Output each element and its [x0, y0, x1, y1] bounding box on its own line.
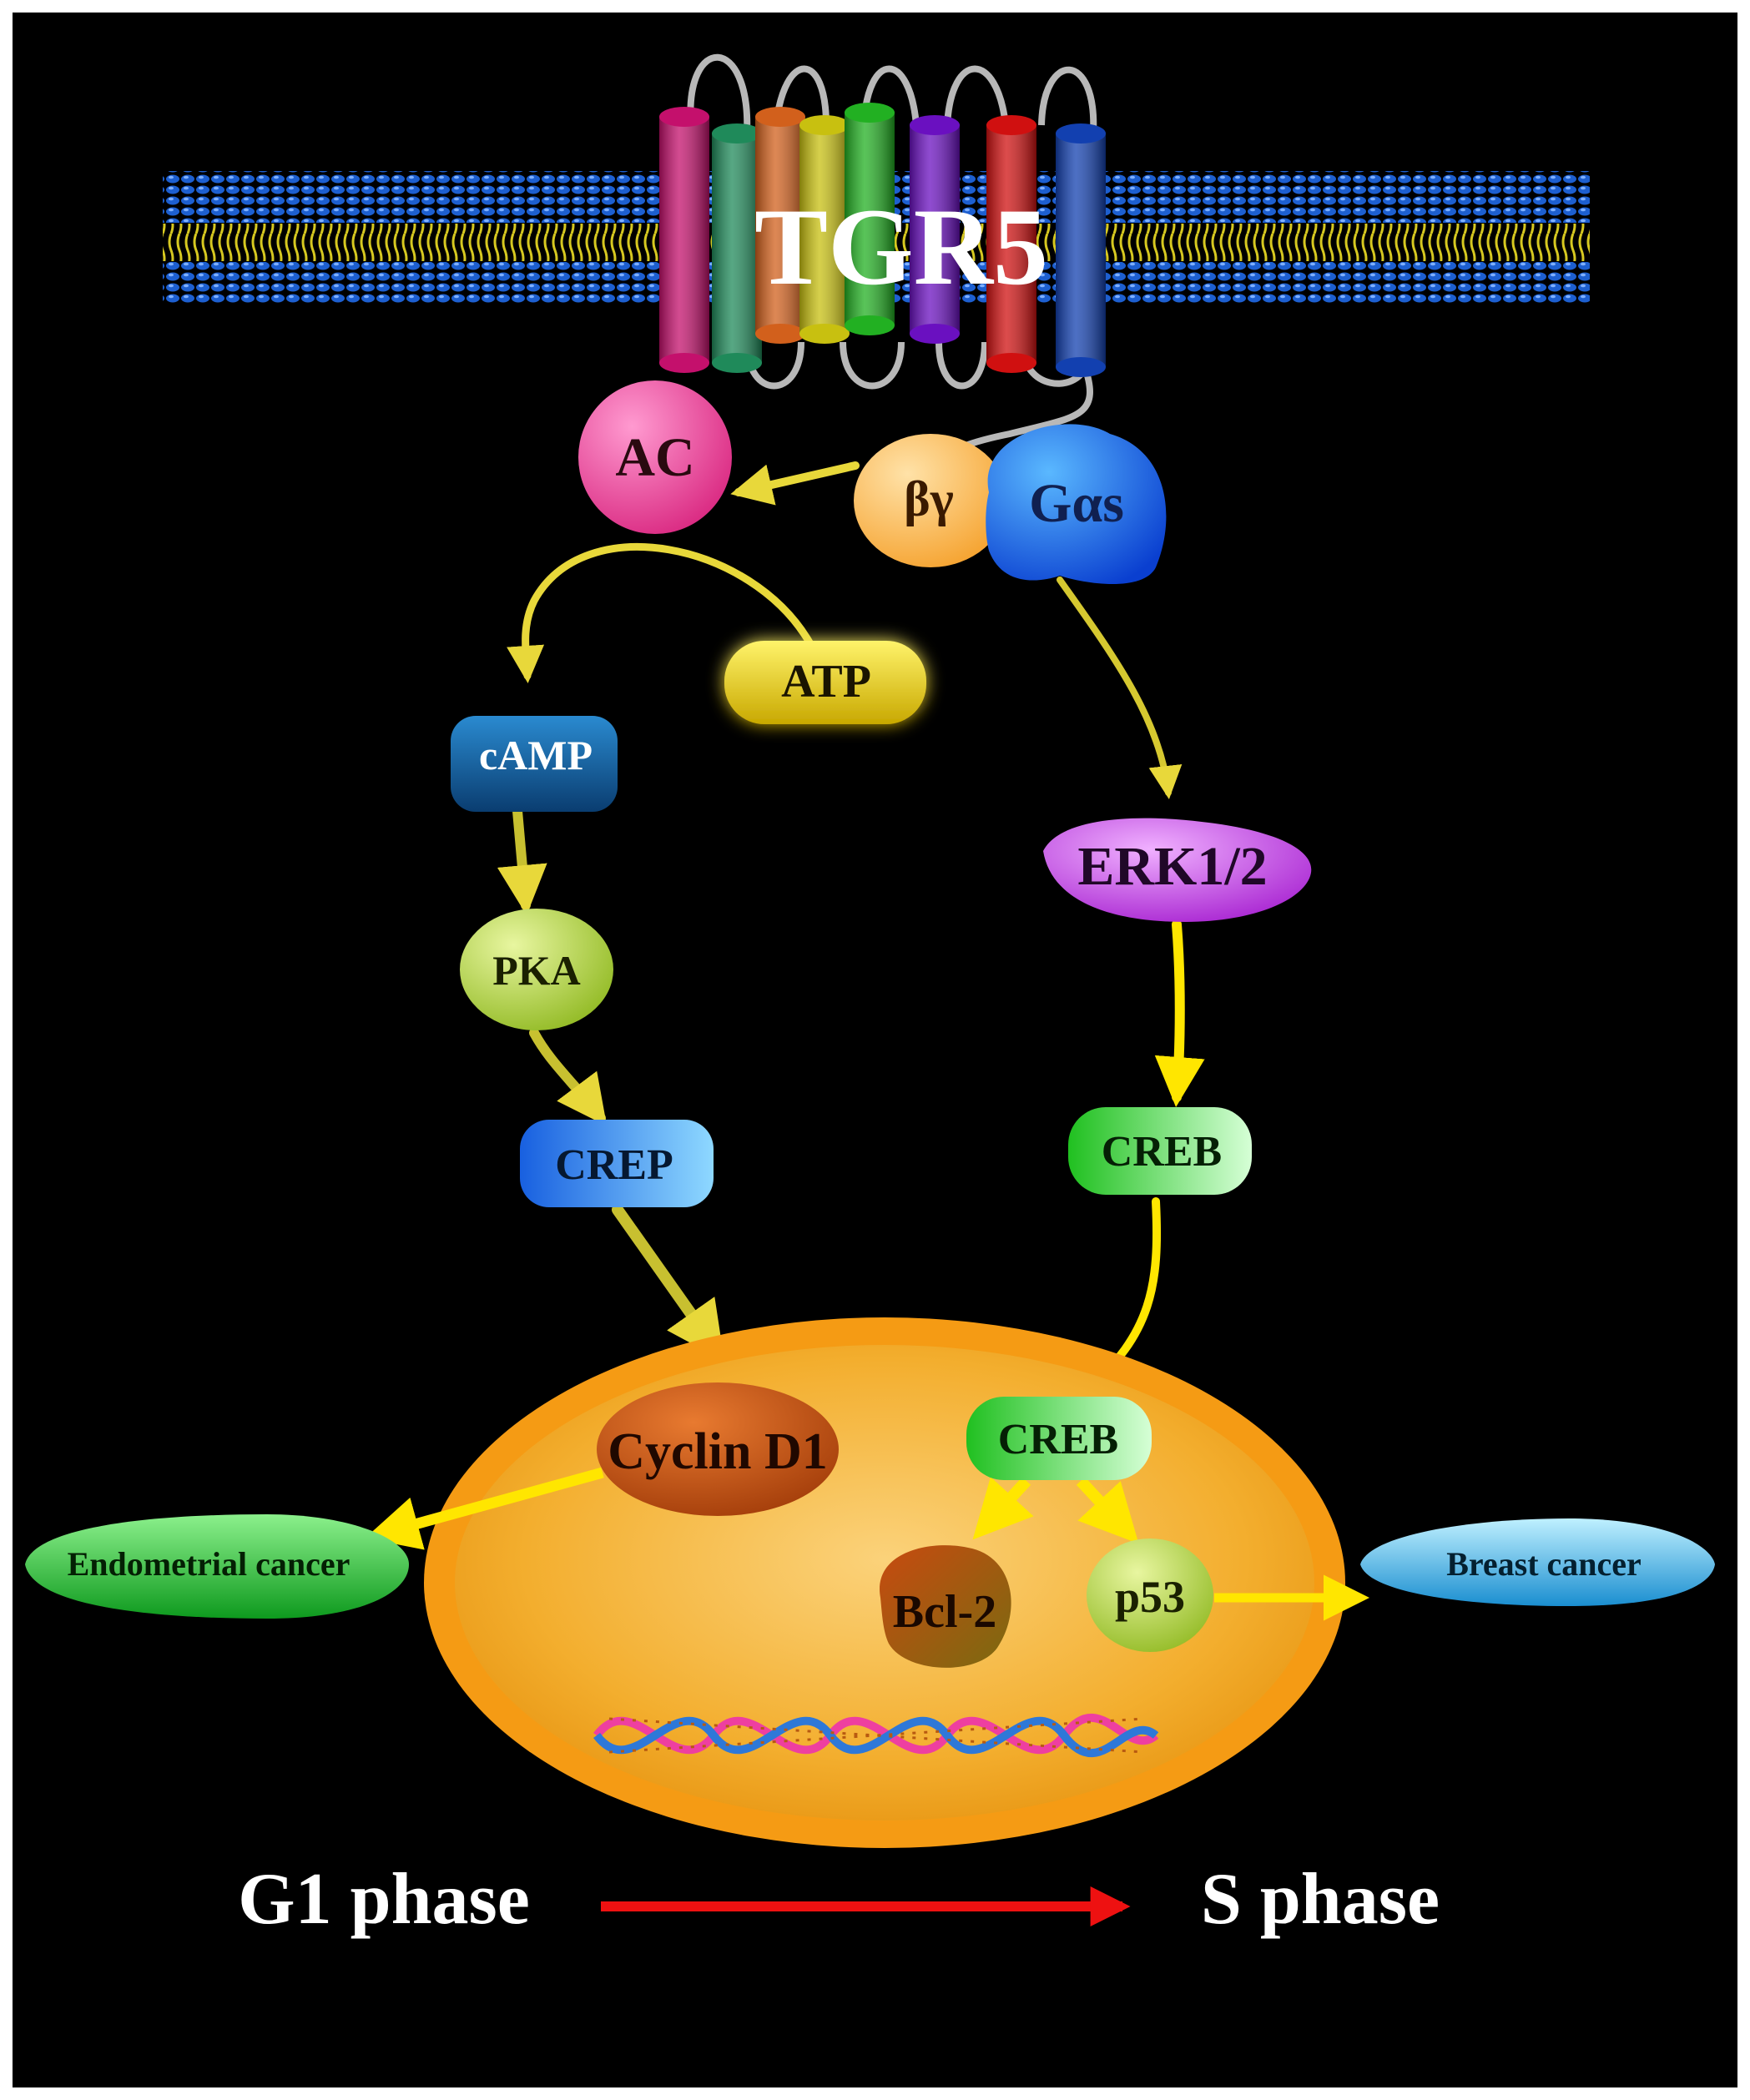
arrow-erk-to-creb: [1154, 919, 1205, 1107]
cell-cycle-phases: G1 phase S phase: [238, 1859, 1440, 1940]
pka-label: PKA: [492, 947, 581, 994]
atp-node: [724, 641, 926, 724]
endometrial-cancer-node: [25, 1514, 409, 1619]
g-alpha-s-node: [986, 424, 1167, 584]
beta-gamma-node: [854, 434, 1007, 567]
arrow-creb-to-bcl2: [972, 1477, 1034, 1540]
dna-helix: [593, 1713, 1159, 1758]
crep-node: [520, 1120, 714, 1207]
beta-gamma-label: βγ: [904, 471, 954, 526]
breast-cancer-node: [1360, 1518, 1715, 1606]
helix-1: [659, 107, 709, 373]
g1-phase-label: G1 phase: [238, 1859, 530, 1940]
g-alpha-s-label: Gαs: [1029, 473, 1124, 534]
creb-nucleus-node: [966, 1397, 1152, 1480]
creb-nucleus-label: CREB: [998, 1416, 1118, 1463]
nuclear-arrows: [365, 1467, 1369, 1621]
bcl2-node: [880, 1545, 1011, 1668]
arrow-cyclin-to-endometrial: [365, 1467, 604, 1550]
bcl2-label: Bcl-2: [893, 1586, 996, 1638]
atp-label: ATP: [781, 656, 871, 708]
creb-cytoplasm-label: CREB: [1102, 1128, 1222, 1176]
node-labels: AC βγ Gαs ATP cAMP PKA CREP ERK1/2 CREB …: [68, 427, 1642, 1638]
creb-cytoplasm-node: [1068, 1107, 1252, 1195]
breast-cancer-label: Breast cancer: [1446, 1545, 1642, 1583]
pka-node: [460, 909, 613, 1030]
arrow-gas-to-erk: [1057, 577, 1183, 799]
s-phase-label: S phase: [1201, 1859, 1440, 1940]
helix-7: [986, 115, 1036, 373]
node-shapes: [25, 380, 1715, 1668]
arrow-camp-to-pka: [497, 806, 547, 915]
arrow-atp-to-camp: [507, 543, 814, 683]
crep-label: CREP: [555, 1141, 673, 1189]
cyclin-d1-label: Cyclin D1: [608, 1423, 828, 1480]
cyclin-d1-node: [597, 1382, 839, 1516]
p53-label: p53: [1115, 1572, 1185, 1622]
helix-8: [1056, 123, 1106, 377]
tgr5-receptor: [659, 103, 1106, 377]
ac-node: [578, 380, 732, 534]
receptor-label: TGR5: [754, 185, 1048, 308]
erk-label: ERK1/2: [1077, 836, 1267, 897]
camp-node: [451, 716, 618, 812]
helix-6: [910, 115, 960, 344]
arrow-bg-to-ac: [730, 461, 860, 506]
endometrial-cancer-label: Endometrial cancer: [68, 1545, 351, 1583]
camp-label: cAMP: [479, 732, 593, 778]
arrow-creb-to-p53: [1076, 1477, 1139, 1544]
helix-2: [712, 123, 762, 373]
p53-node: [1087, 1538, 1213, 1652]
arrow-pka-to-crep: [529, 1028, 608, 1126]
helix-5: [845, 103, 895, 335]
helix-4: [799, 115, 850, 344]
erk-node: [1043, 818, 1312, 922]
ac-label: AC: [615, 427, 694, 488]
helix-3: [755, 107, 805, 344]
arrow-crep-to-cyclin: [612, 1204, 725, 1362]
